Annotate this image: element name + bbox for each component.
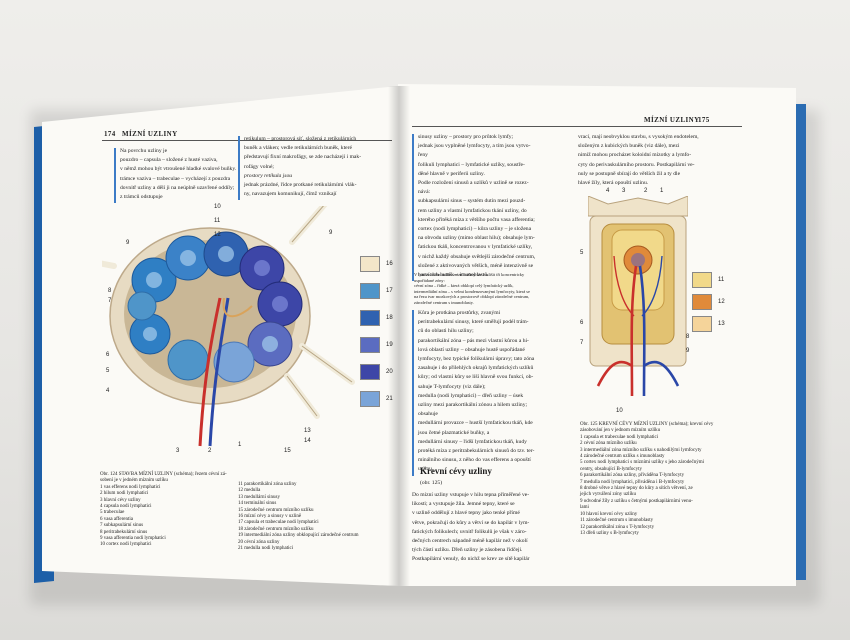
legend-swatch: [692, 316, 712, 332]
legend-swatch: [360, 310, 380, 326]
legend-swatch: [692, 272, 712, 288]
legend-swatch: [360, 337, 380, 353]
germinal-centers: [143, 246, 288, 352]
right-text-col2: vrací, mají neobvyklou stavbu, s vysokým…: [578, 134, 699, 187]
blood-vessel-figure: [588, 196, 688, 397]
fig124-label-2: 2: [208, 448, 212, 454]
fig124-label-1: 1: [238, 442, 242, 448]
legend-item: 13: [692, 316, 725, 332]
lymph-node-figure: [102, 206, 355, 447]
legend-item: 16: [360, 256, 393, 272]
left-head-rule: [102, 140, 392, 141]
fig125-label-10: 10: [616, 408, 623, 414]
section-text: Do mízní uzliny vstupuje v hilu tepna př…: [412, 492, 530, 563]
fig124-label-6: 6: [106, 352, 110, 358]
fig125-label-8: 8: [686, 334, 690, 340]
legend-swatch: [360, 391, 380, 407]
vessel-lines: [596, 255, 680, 397]
fig124-label-10: 10: [214, 204, 221, 210]
fig125-label-1: 1: [660, 188, 664, 194]
left-text-col2: retikulum – prostorová síť, složená z re…: [238, 136, 394, 201]
fig125-label-6: 6: [580, 320, 584, 326]
fig124-label-11: 11: [214, 218, 221, 224]
right-running-head: MÍZNÍ UZLINY: [644, 116, 700, 124]
fig125-caption: Obr. 125 KREVNÍ CÉVY MÍZNÍ UZLINY (schém…: [580, 422, 714, 536]
vessel-top: [588, 196, 688, 217]
right-small-note: V lymfatickém uzlíku mízní uzliny lze ro…: [414, 272, 530, 305]
fig124-caption-a: Obr. 124 STAVBA MÍZNÍ UZLINY (schéma); ř…: [100, 472, 227, 548]
fig124-label-9a: 9: [126, 240, 130, 246]
legend-item: 12: [692, 294, 725, 310]
fig125-label-9: 9: [686, 348, 690, 354]
fig125-label-2: 2: [644, 188, 648, 194]
legend-swatch: [360, 283, 380, 299]
legend-swatch: [692, 294, 712, 310]
legend-item: 17: [360, 283, 393, 299]
fig125-label-3: 3: [622, 188, 626, 194]
fig125-label-4: 4: [606, 188, 610, 194]
fig124-label-3: 3: [176, 448, 180, 454]
section-title: Krevní cévy uzliny: [420, 466, 492, 476]
right-page: MÍZNÍ UZLINY 175 sinusy uzliny – prostor…: [398, 84, 796, 586]
left-running-head: MÍZNÍ UZLINY: [122, 130, 178, 138]
fig124-label-15: 15: [284, 448, 291, 454]
right-head-rule: [412, 126, 742, 127]
fig124-label-14: 14: [304, 438, 311, 444]
fig124-label-4: 4: [106, 388, 110, 394]
fig124-label-7: 7: [108, 298, 112, 304]
book-gutter: [388, 86, 410, 586]
right-text-col1: sinusy uzliny – prostory pro průtok lymf…: [412, 134, 578, 282]
section-ref: (obr. 125): [420, 480, 443, 486]
fig125-label-7: 7: [580, 340, 584, 346]
fig124-label-5: 5: [106, 368, 110, 374]
legend-swatch: [360, 256, 380, 272]
legend-item: 20: [360, 364, 393, 380]
legend-item: 18: [360, 310, 393, 326]
fig124-label-9b: 9: [329, 230, 333, 236]
fig125-legend: 11 12 13: [692, 272, 725, 338]
legend-item: 11: [692, 272, 725, 288]
legend-item: 21: [360, 391, 393, 407]
right-page-number: 175: [698, 116, 710, 124]
node-vessels: [198, 297, 253, 447]
fig124-label-8: 8: [108, 288, 112, 294]
fig124-legend: 16 17 18 19 20 21: [360, 256, 393, 418]
left-page-number: 174: [104, 130, 116, 138]
fig124-label-12: 12: [214, 232, 221, 238]
fig125-label-5: 5: [580, 250, 584, 256]
legend-item: 19: [360, 337, 393, 353]
legend-swatch: [360, 364, 380, 380]
fig124-label-13: 13: [304, 428, 311, 434]
vessel-outlines: [286, 206, 353, 417]
